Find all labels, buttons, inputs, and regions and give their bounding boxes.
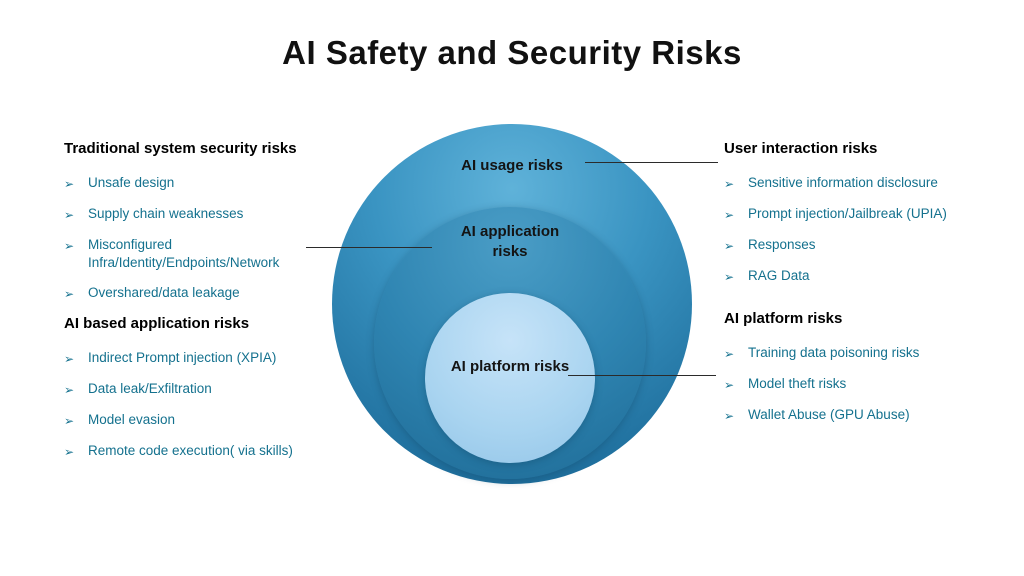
list-item-text: Remote code execution( via skills) (88, 443, 293, 458)
arrow-bullet-icon: ➢ (724, 378, 735, 392)
list-item-text: RAG Data (748, 268, 810, 283)
arrow-bullet-icon: ➢ (64, 414, 75, 428)
list-item: ➢ Sensitive information disclosure (724, 174, 974, 193)
list-item-text: Model evasion (88, 412, 176, 427)
section-heading-ai-based-application: AI based application risks (64, 315, 250, 332)
list-item-text: Indirect Prompt injection (XPIA) (88, 350, 277, 365)
list-item: ➢ Responses (724, 236, 974, 255)
arrow-bullet-icon: ➢ (724, 208, 735, 222)
ai-based-application-list: ➢ Indirect Prompt injection (XPIA) ➢ Dat… (64, 349, 326, 461)
list-item: ➢ Remote code execution( via skills) (64, 442, 326, 461)
arrow-bullet-icon: ➢ (724, 239, 735, 253)
list-item: ➢ Unsafe design (64, 174, 326, 193)
list-item-text: Supply chain weaknesses (88, 206, 244, 221)
arrow-bullet-icon: ➢ (64, 445, 75, 459)
right-column: User interaction risks ➢ Sensitive infor… (724, 140, 974, 437)
list-item-text: Misconfigured Infra/Identity/Endpoints/N… (88, 237, 280, 270)
arrow-bullet-icon: ➢ (64, 208, 75, 222)
list-item-text: Model theft risks (748, 376, 847, 391)
left-column: Traditional system security risks ➢ Unsa… (64, 140, 326, 473)
inner-circle-ai-platform (425, 293, 595, 463)
section-heading-ai-platform: AI platform risks (724, 310, 843, 327)
list-item: ➢ RAG Data (724, 267, 974, 286)
arrow-bullet-icon: ➢ (64, 352, 75, 366)
page-title: AI Safety and Security Risks (282, 34, 742, 71)
arrow-bullet-icon: ➢ (724, 347, 735, 361)
section-heading-user-interaction: User interaction risks (724, 140, 878, 157)
list-item-text: Overshared/data leakage (88, 285, 240, 300)
outer-circle-label: AI usage risks (461, 157, 563, 174)
list-item-text: Wallet Abuse (GPU Abuse) (748, 407, 910, 422)
list-item: ➢ Training data poisoning risks (724, 344, 974, 363)
list-item-text: Data leak/Exfiltration (88, 381, 212, 396)
list-item-text: Unsafe design (88, 175, 175, 190)
list-item-text: Prompt injection/Jailbreak (UPIA) (748, 206, 947, 221)
arrow-bullet-icon: ➢ (64, 383, 75, 397)
list-item-text: Responses (748, 237, 816, 252)
list-item: ➢ Wallet Abuse (GPU Abuse) (724, 406, 974, 425)
arrow-bullet-icon: ➢ (724, 409, 735, 423)
ai-platform-list: ➢ Training data poisoning risks ➢ Model … (724, 344, 974, 425)
traditional-security-list: ➢ Unsafe design ➢ Supply chain weaknesse… (64, 174, 326, 303)
section-heading-traditional-security: Traditional system security risks (64, 140, 297, 157)
list-item: ➢ Prompt injection/Jailbreak (UPIA) (724, 205, 974, 224)
inner-circle-label: AI platform risks (450, 358, 570, 375)
arrow-bullet-icon: ➢ (724, 270, 735, 284)
arrow-bullet-icon: ➢ (64, 287, 75, 301)
list-item: ➢ Misconfigured Infra/Identity/Endpoints… (64, 236, 326, 272)
list-item: ➢ Indirect Prompt injection (XPIA) (64, 349, 326, 368)
list-item-text: Sensitive information disclosure (748, 175, 938, 190)
list-item: ➢ Model theft risks (724, 375, 974, 394)
middle-circle-label: AI application risks (460, 223, 560, 260)
list-item: ➢ Data leak/Exfiltration (64, 380, 326, 399)
list-item: ➢ Model evasion (64, 411, 326, 430)
connector-line-usage-to-user-interaction (585, 162, 718, 164)
arrow-bullet-icon: ➢ (64, 177, 75, 191)
list-item: ➢ Overshared/data leakage (64, 284, 326, 303)
arrow-bullet-icon: ➢ (724, 177, 735, 191)
user-interaction-list: ➢ Sensitive information disclosure ➢ Pro… (724, 174, 974, 286)
list-item-text: Training data poisoning risks (748, 345, 920, 360)
list-item: ➢ Supply chain weaknesses (64, 205, 326, 224)
connector-line-platform-to-right (568, 375, 716, 377)
arrow-bullet-icon: ➢ (64, 239, 75, 253)
connector-line-left-to-application (306, 247, 432, 249)
